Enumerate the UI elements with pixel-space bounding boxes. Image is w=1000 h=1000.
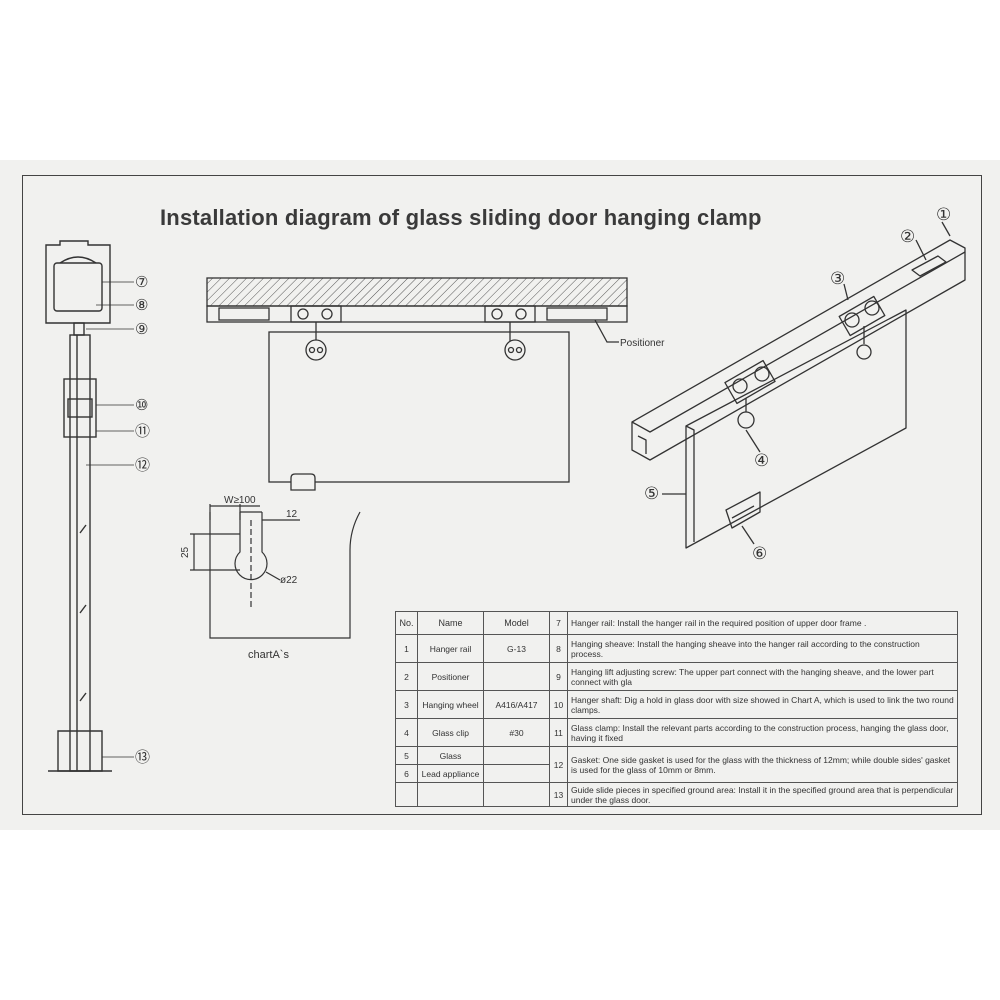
front-floor-guide [290, 473, 316, 491]
callout-1: ① [936, 205, 951, 224]
step-text: Hanger shaft: Dig a hold in glass door w… [567, 690, 958, 719]
iso-glass-clip-rear [856, 344, 872, 360]
positioner-label: Positioner [620, 338, 665, 349]
step-no: 12 [549, 746, 568, 783]
part-no: 6 [395, 764, 418, 783]
part-name: Lead appliance [417, 764, 484, 783]
callout-9: ⑨ [135, 321, 148, 338]
front-glass-clip-left [305, 339, 327, 361]
step-no: 7 [549, 611, 568, 635]
side-adjusting-screw [73, 322, 85, 336]
callout-13: ⑬ [135, 749, 150, 766]
iso-positioner [911, 255, 947, 277]
step-text: Hanger rail: Install the hanger rail in … [567, 611, 958, 635]
part-no: 1 [395, 634, 418, 663]
chart-a-diameter-label: ø22 [280, 575, 298, 586]
iso-hanging-wheel-rear [838, 295, 886, 337]
chart-a-caption: chartA`s [248, 649, 289, 661]
step-no: 9 [549, 662, 568, 691]
isometric-view: ① ② ③ ④ ⑤ ⑥ [631, 205, 966, 563]
part-name: Glass clip [417, 718, 484, 747]
side-section-view: ⑦ ⑧ ⑨ ⑩ ⑪ ⑫ ⑬ [45, 240, 150, 772]
part-model: G-13 [483, 634, 550, 663]
callout-3: ③ [830, 269, 845, 288]
parts-table: No. Name Model 7 Hanger rail: Install th… [395, 611, 958, 807]
front-glass-panel [268, 331, 570, 483]
empty-cell [483, 782, 550, 807]
front-view: Positioner [206, 277, 665, 491]
part-name: Positioner [417, 662, 484, 691]
callout-11: ⑪ [135, 423, 150, 440]
part-no: 3 [395, 690, 418, 719]
iso-floor-guide [725, 491, 761, 529]
front-hanger-rail [206, 305, 628, 323]
empty-cell [417, 782, 484, 807]
step-no: 13 [549, 782, 568, 807]
step-text: Glass clamp: Install the relevant parts … [567, 718, 958, 747]
callout-10: ⑩ [135, 397, 148, 414]
diagram-title: Installation diagram of glass sliding do… [160, 205, 762, 230]
side-hanger-rail [45, 240, 111, 324]
header-model: Model [483, 611, 550, 635]
empty-cell [395, 782, 418, 807]
callout-2: ② [900, 227, 915, 246]
step-no: 10 [549, 690, 568, 719]
callout-5: ⑤ [644, 484, 659, 503]
callout-7: ⑦ [135, 274, 148, 291]
step-text: Gasket: One side gasket is used for the … [567, 746, 958, 783]
callout-12: ⑫ [135, 457, 150, 474]
callout-8: ⑧ [135, 297, 148, 314]
header-name: Name [417, 611, 484, 635]
chart-a-width-label: W≥100 [224, 495, 256, 506]
chart-a-detail: W≥100 12 25 ø22 chartA`s [180, 495, 361, 661]
front-glass-clip-right [504, 339, 526, 361]
iso-hanging-wheel-front [724, 359, 776, 405]
side-hanging-sheave [53, 262, 103, 312]
iso-glass-panel [685, 309, 907, 549]
part-no: 2 [395, 662, 418, 691]
iso-hanger-rail [631, 239, 966, 461]
side-glass-clamp [63, 378, 97, 438]
part-model [483, 764, 550, 783]
step-no: 8 [549, 634, 568, 663]
side-floor-guide [57, 730, 103, 772]
front-ceiling-hatch [206, 277, 628, 307]
part-model [483, 746, 550, 765]
part-model: A416/A417 [483, 690, 550, 719]
chart-a-thickness-label: 12 [286, 509, 298, 520]
iso-glass-clip-front [737, 411, 755, 429]
callout-6: ⑥ [752, 544, 767, 563]
part-name: Hanger rail [417, 634, 484, 663]
header-no: No. [395, 611, 418, 635]
step-no: 11 [549, 718, 568, 747]
part-no: 4 [395, 718, 418, 747]
step-text: Guide slide pieces in specified ground a… [567, 782, 958, 807]
chart-a-glass-outline [209, 511, 361, 639]
part-name: Hanging wheel [417, 690, 484, 719]
callout-4: ④ [754, 451, 769, 470]
front-positioner-right [546, 307, 608, 321]
front-positioner-left [218, 307, 270, 321]
part-no: 5 [395, 746, 418, 765]
part-name: Glass [417, 746, 484, 765]
drawing-border [22, 175, 982, 815]
side-glass-panel [69, 334, 91, 772]
part-model [483, 662, 550, 691]
part-model: #30 [483, 718, 550, 747]
step-text: Hanging sheave: Install the hanging shea… [567, 634, 958, 663]
chart-a-depth-label: 25 [180, 546, 191, 558]
step-text: Hanging lift adjusting screw: The upper … [567, 662, 958, 691]
